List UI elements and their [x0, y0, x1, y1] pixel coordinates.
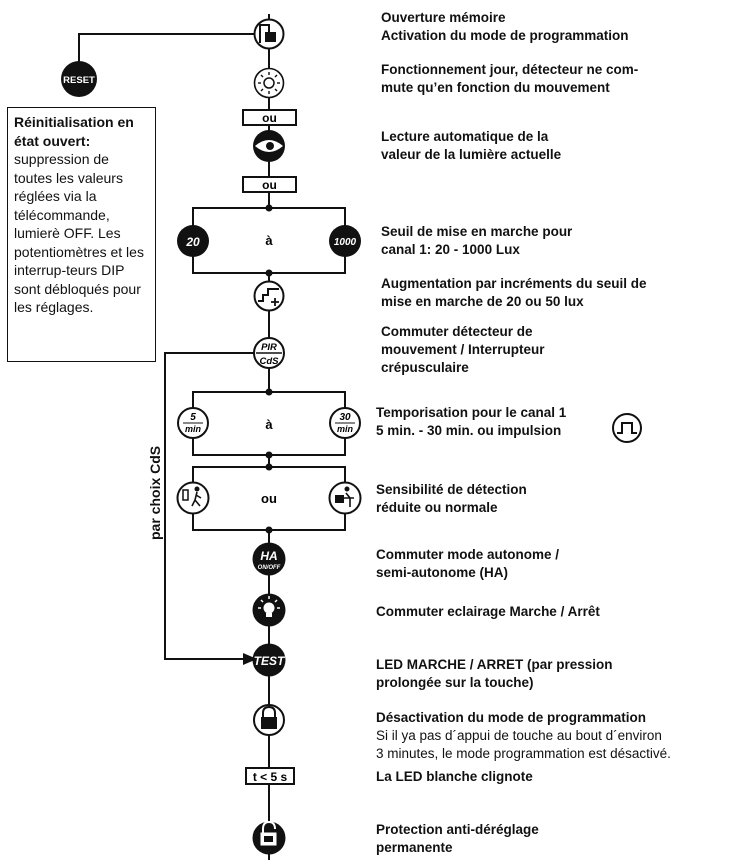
delay-label: t < 5 s — [253, 770, 288, 784]
sens-ou-label: ou — [261, 491, 277, 506]
impulse-icon — [612, 413, 642, 443]
lamp-icon[interactable] — [252, 593, 286, 627]
time-min-button[interactable]: 5 min — [177, 407, 209, 439]
step-ha-mode: Commuter mode autonome /semi-autonome (H… — [376, 547, 560, 580]
cds-label: CdS — [260, 356, 280, 367]
ha-main-label: HA — [260, 549, 277, 563]
step-deactivate: Désactivation du mode de programmation S… — [376, 710, 671, 761]
reduced-sensitivity-icon[interactable] — [176, 481, 210, 515]
lux-min-button[interactable]: 20 — [177, 225, 209, 257]
lock-open-icon[interactable] — [252, 820, 286, 855]
delay-box: t < 5 s — [245, 767, 295, 785]
reset-connector — [78, 33, 255, 65]
staircase-plus-icon[interactable] — [253, 280, 285, 312]
test-button[interactable]: TEST — [252, 643, 287, 677]
pir-label: PIR — [261, 342, 277, 353]
cds-bypass-path — [164, 352, 254, 660]
reset-label: RESET — [63, 75, 95, 86]
reset-note: Réinitialisation en état ouvert: suppres… — [7, 107, 156, 362]
time-box: à — [192, 388, 346, 459]
lux-a-label: à — [265, 233, 273, 248]
cds-bypass-arrow — [243, 653, 257, 665]
reset-note-body: suppression de toutes les valeurs réglée… — [14, 151, 144, 315]
cds-path-label: par choix CdS — [147, 445, 163, 540]
ha-button[interactable]: HA ON/OFF — [252, 542, 286, 576]
eye-icon[interactable] — [253, 130, 285, 162]
time-min-unit: min — [185, 424, 202, 434]
time-max-num: 30 — [339, 412, 351, 423]
normal-sensitivity-icon[interactable] — [328, 481, 362, 515]
step-day-mode: Fonctionnement jour, détecteur ne com-mu… — [381, 62, 639, 95]
time-a-label: à — [265, 417, 273, 432]
reset-note-title: Réinitialisation en état ouvert: — [14, 114, 134, 149]
ha-sub-label: ON/OFF — [258, 565, 281, 571]
sensitivity-box: ou — [192, 463, 346, 534]
step-lighting: Commuter eclairage Marche / Arrêt — [376, 604, 600, 619]
step-led-blink: La LED blanche clignote — [376, 769, 533, 784]
or-label-2: ou — [262, 178, 277, 192]
test-label: TEST — [254, 654, 286, 668]
lux-max-label: 1000 — [334, 237, 357, 248]
or-box-1: ou — [242, 109, 297, 126]
lux-threshold-box: à — [192, 204, 346, 277]
sun-icon — [253, 67, 285, 99]
or-label-1: ou — [262, 111, 277, 125]
lux-min-label: 20 — [185, 235, 200, 249]
pir-cds-icon[interactable]: PIR CdS — [253, 337, 285, 369]
or-box-2: ou — [242, 176, 297, 193]
lux-max-button[interactable]: 1000 — [329, 225, 361, 257]
time-max-unit: min — [337, 424, 354, 434]
lock-closed-icon[interactable] — [253, 704, 285, 736]
memory-open-icon — [253, 18, 285, 50]
reset-button[interactable]: RESET — [61, 61, 97, 97]
time-min-num: 5 — [190, 412, 196, 423]
time-max-button[interactable]: 30 min — [329, 407, 361, 439]
